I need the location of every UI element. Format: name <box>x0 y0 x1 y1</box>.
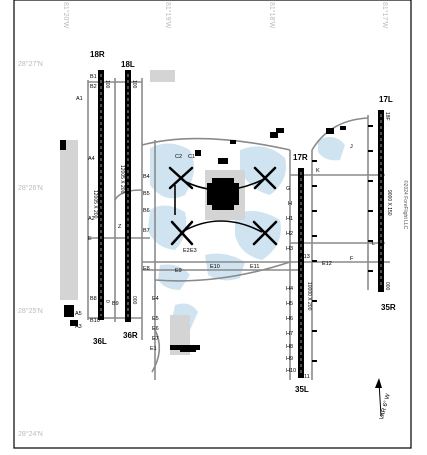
taxiway-label: C1 <box>188 154 195 160</box>
runway-elev-18R: 100 <box>104 80 110 89</box>
lon-label: 81°18'W <box>268 2 276 29</box>
taxiway-label: C2 <box>175 154 182 160</box>
taxiway-label: E10 <box>210 264 220 270</box>
taxiway-label: A5 <box>75 311 82 317</box>
taxiway-label: B9 <box>112 301 119 307</box>
lat-label: 28°25'N <box>18 307 43 315</box>
taxiway-label: H2 <box>286 231 293 237</box>
taxiway-label: H6 <box>286 316 293 322</box>
taxiway-label: A3 <box>75 324 82 330</box>
taxiway-label: H3 <box>286 246 293 252</box>
runway-dimensions: 12005 X 200 12005 X 200 10000 X 200 9000… <box>92 80 392 311</box>
runway-label-36L: 36L <box>93 337 107 346</box>
taxiway-label: E6 <box>152 326 159 332</box>
taxiway-label: B5 <box>143 191 150 197</box>
latitude-labels: 28°27'N 28°26'N 28°25'N 28°24'N <box>18 60 43 438</box>
lat-label: 28°27'N <box>18 60 43 68</box>
lat-label: 28°24'N <box>18 430 43 438</box>
taxiway-label: A4 <box>88 156 95 162</box>
satellite-nw <box>168 166 194 190</box>
runway-dims-17L: 9000 X 150 <box>386 190 392 216</box>
satellite-sw <box>170 220 194 246</box>
taxiway-label: B8 <box>90 296 97 302</box>
satellite-ne <box>253 166 277 190</box>
taxiway-label: B10 <box>90 318 100 324</box>
taxiway-label: E4 <box>152 296 159 302</box>
taxiway-label: E2 <box>183 248 190 254</box>
taxiway-label: J <box>350 144 353 150</box>
taxiway-label: H5 <box>286 301 293 307</box>
map-frame <box>13 0 412 449</box>
taxiway-label: A2 <box>88 216 95 222</box>
satellite-se <box>252 220 278 246</box>
taxiway-label: G <box>286 186 290 192</box>
taxiway-label: A1 <box>76 96 83 102</box>
runway-dims-17R: 10000 X 200 <box>306 282 312 311</box>
runway-17R-35L <box>298 168 304 378</box>
lon-label: 81°17'W <box>381 2 389 29</box>
taxiway-label: E13 <box>300 254 310 260</box>
runway-elev-17L: 18F <box>384 112 390 121</box>
taxiway-label: B7 <box>143 228 150 234</box>
taxiway-label: B1 <box>90 74 97 80</box>
lat-label: 28°26'N <box>18 184 43 192</box>
taxiway-label: H8 <box>286 344 293 350</box>
taxiway-labels: B1 B2 A1 B4 B5 B6 B7 B8 B9 B10 A2 A3 A4 … <box>75 74 375 380</box>
runway-elev-36R: 000 <box>131 296 137 305</box>
taxiway-label: B2 <box>90 84 97 90</box>
taxiway-label: H7 <box>286 331 293 337</box>
taxiway-label: H4 <box>286 286 293 292</box>
taxiway-label: B6 <box>143 208 150 214</box>
buildings <box>60 126 346 352</box>
taxiway-label: E8 <box>143 266 150 272</box>
taxiway-label: H9 <box>286 356 293 362</box>
taxiway-label: E12 <box>322 261 332 267</box>
runways <box>98 70 384 378</box>
taxiway-label: H1 <box>286 216 293 222</box>
runway-18L-36R <box>125 70 131 322</box>
runway-label-17R: 17R <box>293 153 308 162</box>
satellite-terminals <box>168 166 278 246</box>
runway-elev-35R: 000 <box>384 282 390 291</box>
taxiway-label: H <box>288 201 292 207</box>
runway-dims-18L: 12005 X 200 <box>119 165 125 194</box>
runway-label-17L: 17L <box>379 95 393 104</box>
hold-markers <box>312 125 373 362</box>
magnetic-variation-label: VAR 6° W <box>379 393 392 421</box>
lon-label: 81°20'W <box>62 2 70 29</box>
taxiway-label: E5 <box>152 316 159 322</box>
runway-label-35L: 35L <box>295 385 309 394</box>
main-terminal <box>207 178 239 210</box>
taxiway-label: L <box>372 241 375 247</box>
runway-elev-36L: 0 <box>104 300 110 303</box>
longitude-labels: 81°20'W 81°19'W 81°18'W 81°17'W <box>62 2 389 29</box>
runway-labels: 18R 18L 17R 17L 36L 36R 35L 35R <box>90 50 396 394</box>
runway-dims-18R: 12005 X 200 <box>92 190 98 219</box>
taxiway-label: K <box>316 168 320 174</box>
taxiway-label: H10 <box>286 368 296 374</box>
taxiway-label: E11 <box>250 264 259 270</box>
runway-label-18R: 18R <box>90 50 105 59</box>
taxiway-label: F <box>350 256 354 262</box>
taxiway-label: E3 <box>190 248 197 254</box>
taxiway-label: E9 <box>175 268 182 274</box>
taxiway-label: H11 <box>300 374 310 380</box>
taxiway-label: E1 <box>150 346 157 352</box>
taxiway-label: E7 <box>152 336 159 342</box>
runway-17L-35R <box>378 110 384 292</box>
taxiway-label: E <box>88 236 92 242</box>
runway-18R-36L <box>98 70 104 320</box>
runway-label-35R: 35R <box>381 303 396 312</box>
copyright-label: ©2024 ForeFlight LLC <box>402 180 409 230</box>
runway-label-18L: 18L <box>121 60 135 69</box>
lon-label: 81°19'W <box>164 2 172 29</box>
taxiway-label: Z <box>118 224 122 230</box>
north-arrow: VAR 6° W <box>375 378 392 421</box>
runway-label-36R: 36R <box>123 331 138 340</box>
taxiway-label: B4 <box>143 174 150 180</box>
runway-elev-18L: 100 <box>131 80 137 89</box>
